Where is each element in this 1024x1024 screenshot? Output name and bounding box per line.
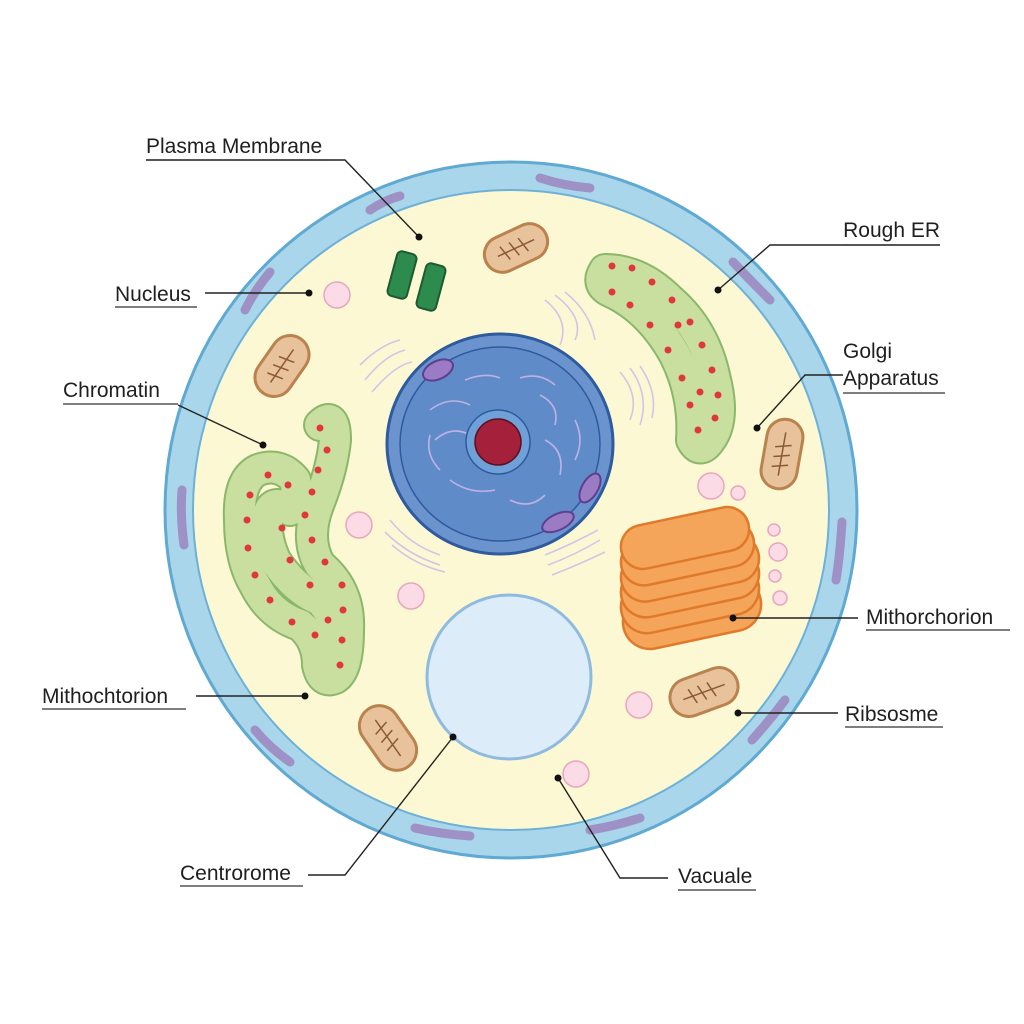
- vesicles: [323, 281, 788, 788]
- label-golgi-line2: Apparatus: [843, 367, 939, 390]
- leader-lines: [146, 159, 940, 879]
- label-mitochondrion-left: Mithochtorion: [42, 685, 168, 708]
- rough-er-right: [584, 253, 736, 465]
- er-ribosomes-left: [243, 424, 347, 669]
- label-mitochondrion-right: Mithorchorion: [866, 606, 993, 629]
- rough-er: [222, 403, 366, 697]
- label-plasma-membrane: Plasma Membrane: [146, 135, 322, 158]
- label-rough-er: Rough ER: [843, 219, 940, 242]
- label-nucleus: Nucleus: [115, 283, 191, 306]
- label-golgi-line1: Golgi: [843, 340, 892, 363]
- membrane-proteins: [176, 173, 847, 841]
- mitochondrion: [759, 417, 805, 491]
- mitochondrion: [668, 666, 740, 718]
- er-ribosomes-right: [608, 262, 722, 434]
- mitochondrion: [482, 222, 550, 274]
- label-ribosome: Ribsosme: [845, 703, 938, 726]
- mitochondria: [253, 222, 805, 772]
- nucleus: [385, 332, 615, 556]
- label-centrosome: Centrorome: [180, 862, 291, 885]
- mitochondrion: [357, 704, 419, 772]
- labels: Plasma Membrane Nucleus Chromatin Mithoc…: [42, 135, 1010, 891]
- nucleolus: [474, 418, 522, 466]
- cytoskeleton-filaments: [359, 291, 655, 576]
- golgi-apparatus: [619, 505, 763, 651]
- label-chromatin: Chromatin: [63, 379, 160, 402]
- centrioles: [386, 250, 447, 312]
- nuclear-pores: [422, 358, 602, 534]
- label-vacuole: Vacuale: [678, 865, 752, 888]
- vacuole: [425, 593, 593, 761]
- mitochondrion: [253, 334, 311, 398]
